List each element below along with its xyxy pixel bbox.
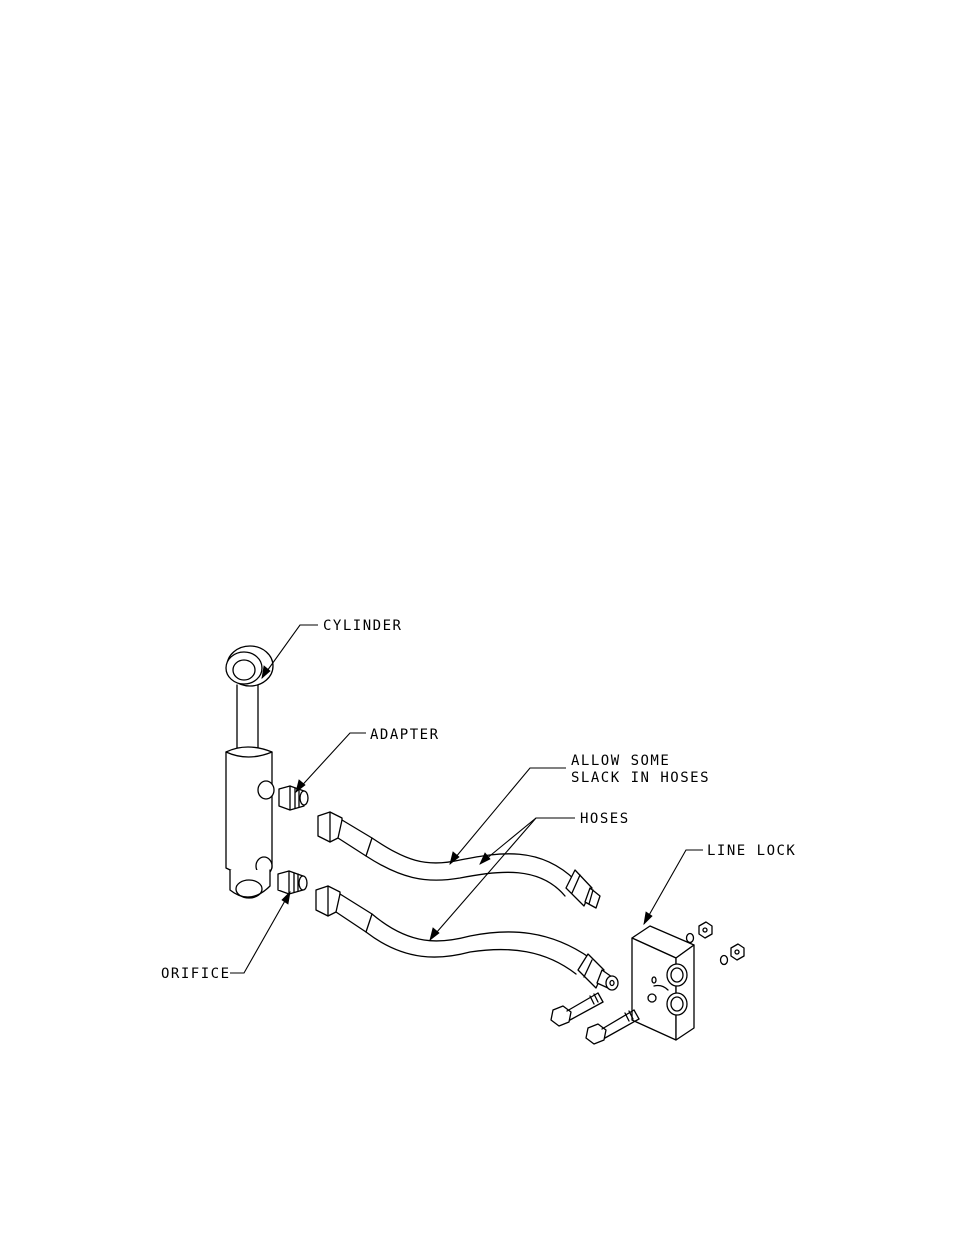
orifice-fitting <box>278 871 307 894</box>
label-cylinder: CYLINDER <box>323 618 402 634</box>
label-hoses: HOSES <box>580 811 630 827</box>
upper-hose <box>318 812 600 908</box>
label-adapter: ADAPTER <box>370 727 440 743</box>
line-lock <box>632 926 694 1040</box>
adapter-fitting <box>279 786 308 810</box>
nuts-and-washers <box>687 922 745 965</box>
leader-orifice <box>230 892 290 973</box>
label-line-lock: LINE LOCK <box>707 843 796 859</box>
label-orifice: ORIFICE <box>161 966 231 982</box>
cylinder <box>226 646 274 898</box>
leader-line-lock <box>644 850 703 924</box>
leader-adapter <box>296 733 366 792</box>
bolt-upper <box>551 993 603 1026</box>
lower-hose <box>316 886 618 990</box>
label-allow-slack-2: SLACK IN HOSES <box>571 770 710 786</box>
bolt-lower <box>586 1010 639 1044</box>
label-allow-slack-1: ALLOW SOME <box>571 753 670 769</box>
